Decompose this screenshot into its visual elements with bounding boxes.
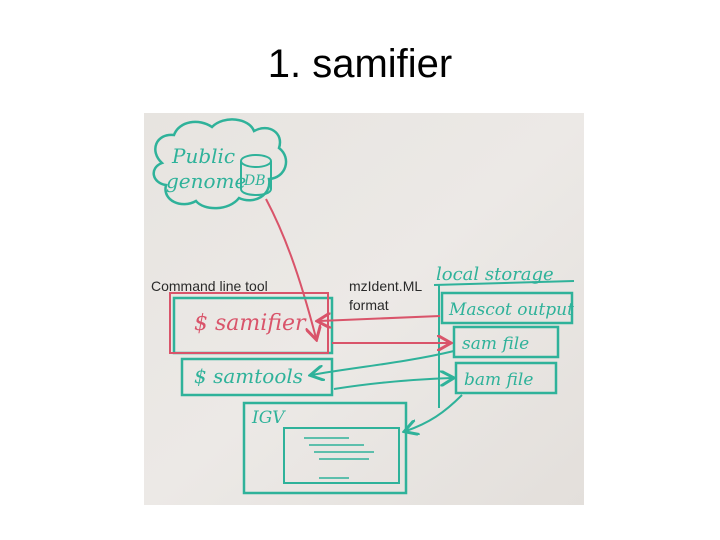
mascot-to-samifier-arrow (319, 316, 441, 321)
local-storage-underline (433, 280, 575, 286)
db-cylinder-icon (240, 154, 272, 196)
mascot-output-box (440, 291, 574, 325)
bamfile-to-igv-arrow (406, 394, 463, 431)
cloud-label-public: Public (171, 144, 235, 168)
whiteboard-photo: Public genome DB $ samifier $ samtools l… (144, 113, 584, 505)
mzidentml-label-line1: mzIdent.ML (349, 278, 423, 294)
local-storage-label: local storage (436, 264, 554, 285)
cloud-label-genome: genome (166, 169, 246, 193)
whiteboard-background (144, 113, 584, 505)
public-genome-cloud (152, 118, 288, 210)
samtools-command: $ samtools (194, 364, 303, 388)
igv-label: IGV (251, 408, 286, 428)
samtools-box (180, 357, 334, 397)
mzidentml-label-line2: format (349, 297, 389, 313)
bam-file-label: bam file (464, 370, 533, 390)
igv-track-lines (304, 437, 374, 479)
command-line-tool-label: Command line tool (151, 278, 268, 294)
db-label: DB (243, 173, 266, 189)
samtools-to-bamfile-arrow (333, 378, 452, 390)
mascot-output-label: Mascot output (448, 300, 574, 320)
sam-file-box (452, 325, 560, 359)
slide-title: 1. samifier (267, 42, 453, 86)
igv-window-box (242, 401, 408, 495)
samfile-to-samtools-arrow (312, 350, 455, 375)
igv-viewer-panel (283, 427, 400, 484)
db-to-samifier-arrow (265, 198, 316, 338)
sam-file-label: sam file (462, 334, 529, 354)
samifier-command: $ samifier (194, 311, 307, 336)
